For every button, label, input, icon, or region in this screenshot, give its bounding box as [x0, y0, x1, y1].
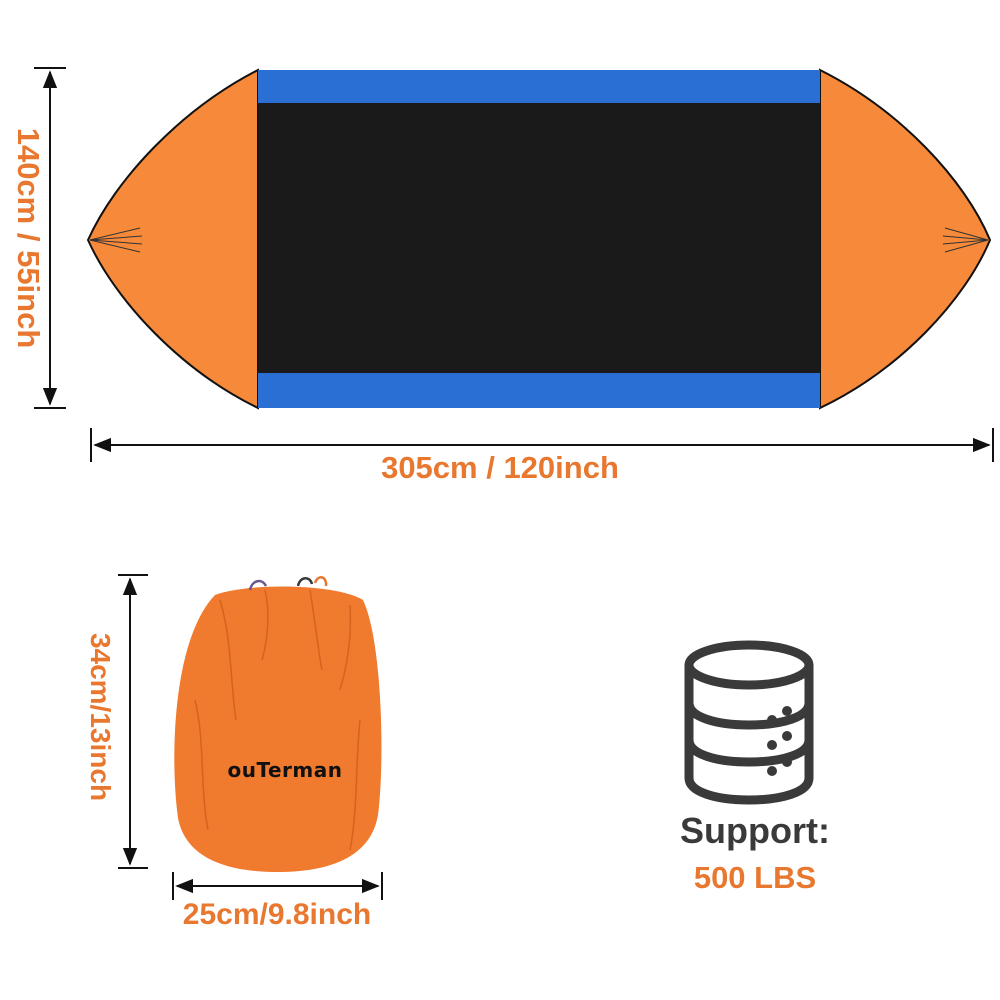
hammock-body — [258, 103, 820, 373]
sack-width-dimension — [172, 872, 383, 900]
brand-logo: ouTerman — [227, 758, 343, 782]
hammock-width-label: 305cm / 120inch — [381, 450, 619, 485]
stuff-sack-folds — [194, 589, 361, 851]
hammock-width-dimension — [90, 428, 994, 462]
support-title: Support: — [680, 810, 830, 851]
hammock-left-gather — [89, 227, 143, 253]
support-value: 500 LBS — [693, 860, 817, 895]
hammock-left-end — [86, 68, 259, 410]
hammock-height-label: 140cm / 55inch — [11, 127, 46, 349]
stuff-sack — [174, 576, 382, 872]
stuff-sack-body — [174, 586, 382, 872]
sack-width-label: 25cm/9.8inch — [182, 898, 372, 931]
database-icon-indicators — [767, 706, 792, 776]
hammock-right-end — [819, 68, 992, 410]
drawstring-cord — [248, 576, 328, 591]
hammock-right-gather — [942, 227, 989, 253]
hammock-bottom-stripe — [258, 373, 820, 408]
database-icon — [684, 640, 814, 805]
hammock — [86, 68, 992, 410]
hammock-height-dimension — [34, 67, 66, 409]
sack-height-dimension — [118, 574, 148, 869]
sack-height-label: 34cm/13inch — [85, 632, 116, 802]
hammock-top-stripe — [258, 70, 820, 103]
